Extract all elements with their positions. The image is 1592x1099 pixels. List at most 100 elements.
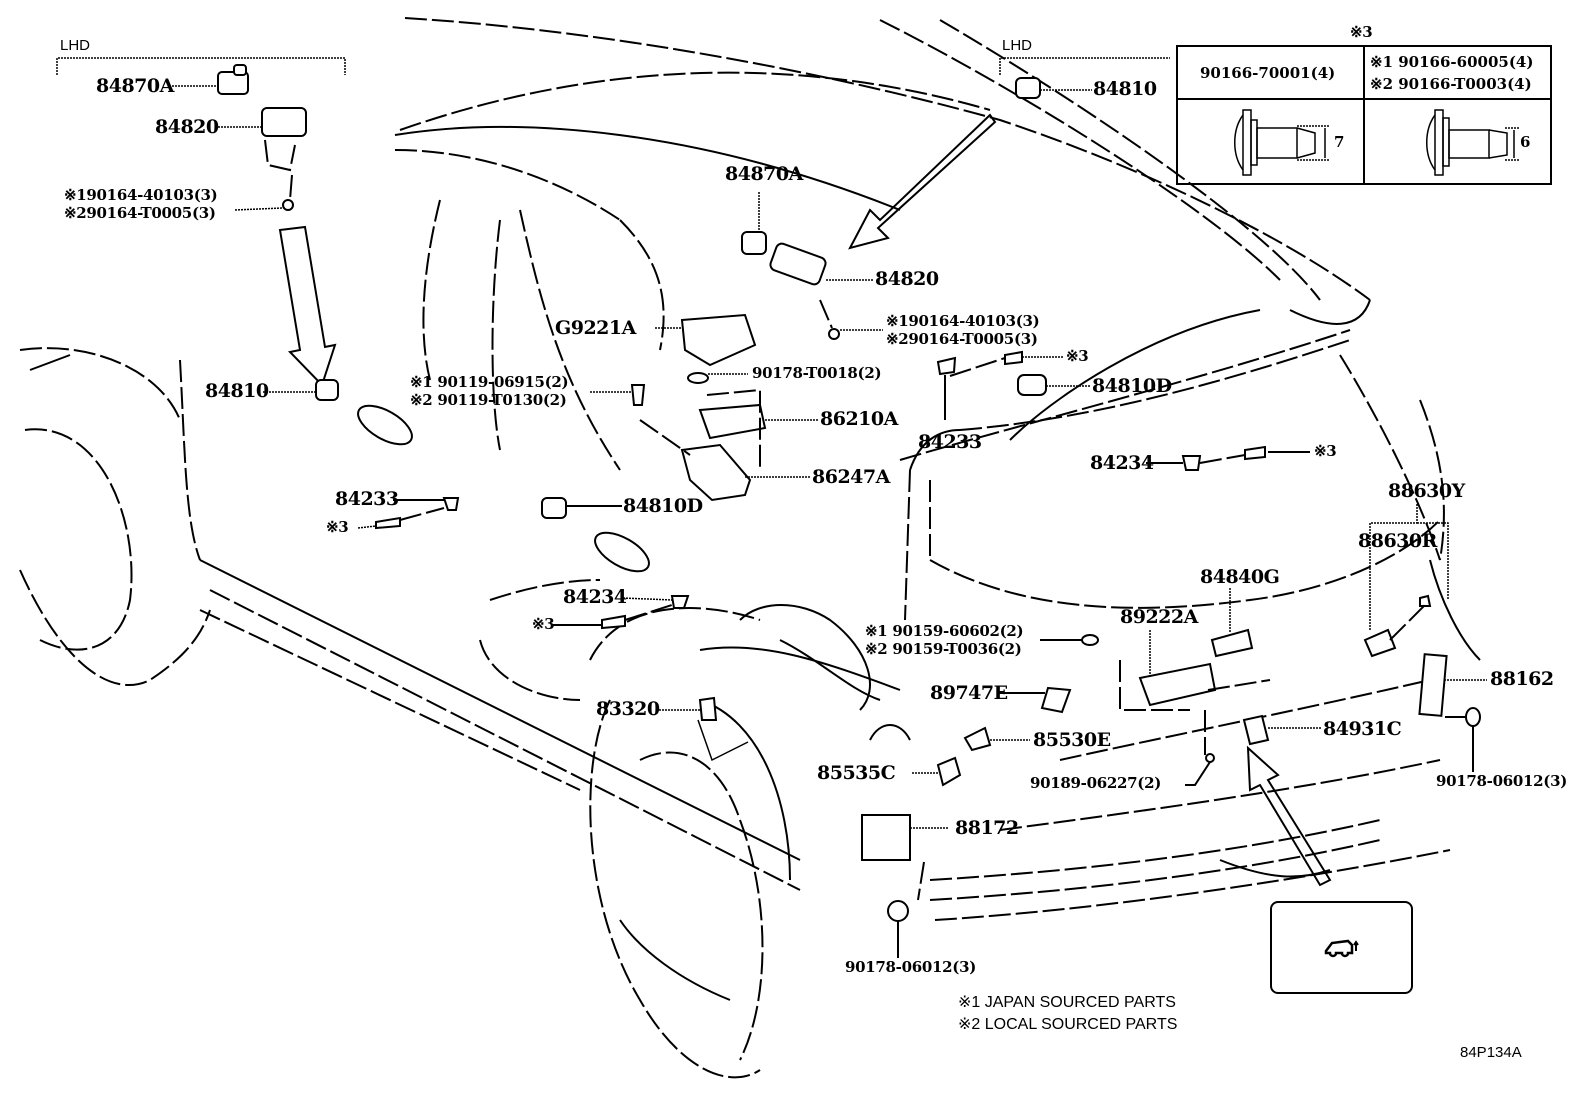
leader-lines <box>172 85 1487 958</box>
part-label-84870a-center[interactable]: 84870A <box>725 163 803 185</box>
clip-dimension-6: 6 <box>1520 133 1531 151</box>
rear-vehicle-view-icon <box>1324 939 1359 958</box>
part-label-89747e[interactable]: 89747E <box>930 682 1008 704</box>
arrow-icon <box>848 113 997 250</box>
footnote-local-sourced: ※2 LOCAL SOURCED PARTS <box>958 1016 1178 1033</box>
handle-shape-2 <box>594 531 650 573</box>
part-label-83320[interactable]: 83320 <box>596 698 660 720</box>
part-label-84810-left[interactable]: 84810 <box>205 380 269 402</box>
screw-06227-shape <box>1205 753 1215 763</box>
part-label-84234-right[interactable]: 84234 <box>1090 452 1154 474</box>
part-label-screw1-center[interactable]: ※190164-40103(3) <box>886 312 1040 330</box>
part-label-86210a[interactable]: 86210A <box>820 408 898 430</box>
switch-84931c-shape <box>1242 714 1270 746</box>
clip-dimension-7: 7 <box>1334 133 1345 151</box>
part-label-84931c[interactable]: 84931C <box>1323 718 1402 740</box>
switch-84810-left-shape <box>315 379 339 401</box>
part-label-85530e[interactable]: 85530E <box>1033 729 1111 751</box>
part-label-89222a[interactable]: 89222A <box>1120 606 1198 628</box>
switch-84810d-right-shape <box>1017 374 1047 396</box>
part-label-g9221a[interactable]: G9221A <box>555 317 636 339</box>
clip-part-90166-70001[interactable]: 90166-70001(4) <box>1200 64 1336 82</box>
diagram-reference-code: 84P134A <box>1460 1044 1522 1061</box>
screw-center-shape <box>828 328 840 340</box>
switch-84810-top-shape <box>1015 77 1041 99</box>
lhd-bracket <box>56 57 1170 75</box>
bracket-86247a-shape <box>680 443 752 502</box>
unit-g9221a-shape <box>680 313 757 367</box>
sensor-85535c-shape <box>936 756 962 787</box>
clip-90159-shape <box>1081 634 1099 646</box>
part-label-88630r[interactable]: 88630R <box>1358 530 1437 552</box>
unit-86210a-shape <box>698 403 767 440</box>
part-label-screw2-left[interactable]: ※290164-T0005(3) <box>64 204 216 222</box>
part-label-screw1-left[interactable]: ※190164-40103(3) <box>64 186 218 204</box>
part-label-bolt-90119-06915[interactable]: ※1 90119-06915(2) <box>410 373 569 391</box>
clip-60005-drawing <box>1426 109 1520 176</box>
module-89222a-shape <box>1138 662 1217 707</box>
switch-84810d-left-shape <box>541 497 567 519</box>
footnote-japan-sourced: ※1 JAPAN SOURCED PARTS <box>958 994 1176 1011</box>
part-label-84233-right[interactable]: 84233 <box>918 431 982 453</box>
part-label-bolt-90119-t0130[interactable]: ※2 90119-T0130(2) <box>410 391 567 409</box>
part-label-84233-left[interactable]: 84233 <box>335 488 399 510</box>
part-label-84810d-right[interactable]: 84810D <box>1092 375 1172 397</box>
switch-84870a-center-shape <box>741 231 767 255</box>
part-label-84840g[interactable]: 84840G <box>1200 566 1280 588</box>
clip-drawings <box>1234 109 1520 176</box>
part-label-88630y[interactable]: 88630Y <box>1388 480 1465 502</box>
part-label-84810d-left[interactable]: 84810D <box>623 495 703 517</box>
sensor-89747e-shape <box>1040 686 1072 714</box>
switch-84234-right-shape <box>1181 455 1202 471</box>
clip-table-header-1 <box>1178 47 1365 100</box>
car-body-outline <box>19 17 1481 1079</box>
bolt-90119-shape <box>630 384 646 406</box>
lhd-label-right: LHD <box>1002 37 1033 54</box>
screw-ref3-right2-shape <box>1244 445 1266 461</box>
module-88172-shape <box>861 814 911 861</box>
part-label-86247a[interactable]: 86247A <box>812 466 890 488</box>
view-direction-box <box>1270 901 1413 994</box>
part-label-84234-left[interactable]: 84234 <box>563 586 627 608</box>
part-label-88162[interactable]: 88162 <box>1490 668 1554 690</box>
part-label-84820-left[interactable]: 84820 <box>155 116 219 138</box>
arrow-icon <box>1246 745 1332 887</box>
nut-06012-center-shape <box>887 900 909 922</box>
part-shapes <box>217 64 1481 922</box>
part-label-clip-90159-60602[interactable]: ※1 90159-60602(2) <box>865 622 1024 640</box>
arrow-icon <box>278 225 337 387</box>
clip-70001-drawing <box>1234 109 1330 176</box>
handle-shape-1 <box>357 404 413 446</box>
part-label-clip-90159-t0036[interactable]: ※2 90159-T0036(2) <box>865 640 1022 658</box>
switch-84233-left-shape <box>442 497 460 511</box>
clip-part-90166-t0003[interactable]: ※2 90166-T0003(4) <box>1370 75 1532 93</box>
part-label-ref3-left2[interactable]: ※3 <box>532 615 555 633</box>
screw-ref3-left2-shape <box>601 614 626 630</box>
screw-ref3-right-shape <box>1004 350 1023 366</box>
nut-06012-right-shape <box>1465 707 1481 727</box>
part-label-88172[interactable]: 88172 <box>955 817 1019 839</box>
part-label-nut-90178-06012-right[interactable]: 90178-06012(3) <box>1436 772 1568 790</box>
part-label-nut-90178-06012-center[interactable]: 90178-06012(3) <box>845 958 977 976</box>
lhd-label-left: LHD <box>60 37 91 54</box>
switch-84820-left-shape <box>261 107 307 172</box>
part-label-screw2-center[interactable]: ※290164-T0005(3) <box>886 330 1038 348</box>
part-label-84820-center[interactable]: 84820 <box>875 268 939 290</box>
clip-part-90166-60005[interactable]: ※1 90166-60005(4) <box>1370 53 1534 71</box>
switch-84820-center-shape <box>769 242 827 286</box>
switch-84234-left-shape <box>670 595 690 609</box>
part-label-nut-90178-t0018[interactable]: 90178-T0018(2) <box>752 364 882 382</box>
part-label-ref3-left[interactable]: ※3 <box>326 518 349 536</box>
part-label-85535c[interactable]: 85535C <box>817 762 896 784</box>
switch-84870a-left-shape <box>217 64 249 95</box>
part-label-ref3-right2[interactable]: ※3 <box>1314 442 1337 460</box>
screw-left-shape <box>282 199 294 211</box>
switch-84840g-shape <box>1210 628 1254 658</box>
sensor-88630r-shape <box>1363 628 1397 658</box>
part-label-ref3-right[interactable]: ※3 <box>1066 347 1089 365</box>
part-label-84810-top[interactable]: 84810 <box>1093 78 1157 100</box>
part-label-screw-90189-06227[interactable]: 90189-06227(2) <box>1030 774 1162 792</box>
part-label-84870a-left[interactable]: 84870A <box>96 75 174 97</box>
module-88162-shape <box>1418 653 1448 717</box>
screw-ref3-left-shape <box>375 516 401 530</box>
